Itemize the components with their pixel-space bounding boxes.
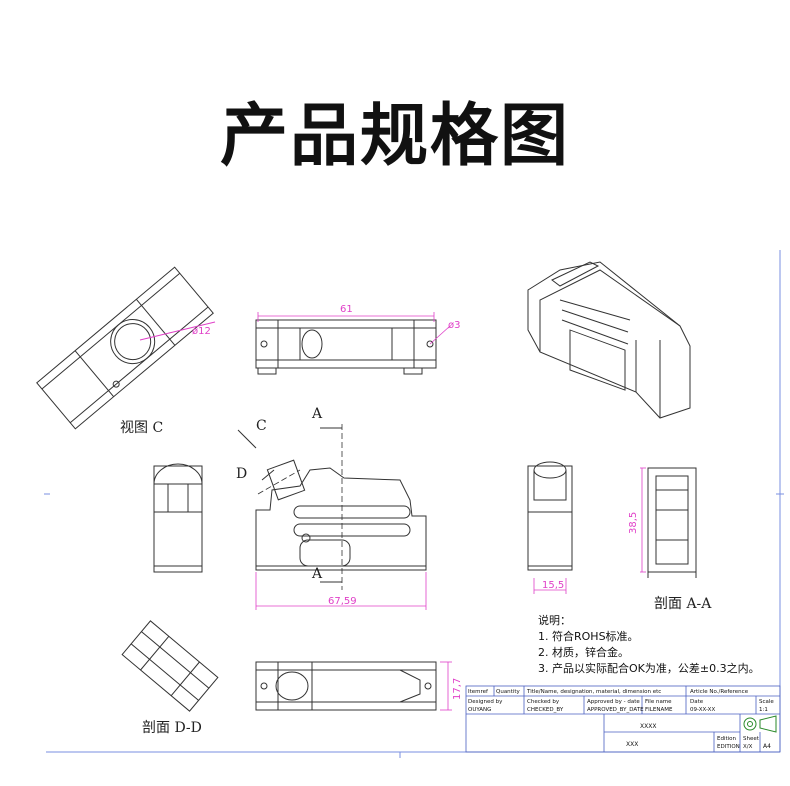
dim-d3: ø3 bbox=[448, 320, 460, 331]
dim-aa-lines bbox=[533, 467, 646, 594]
tb-sheet-label: Sheet bbox=[743, 736, 760, 742]
notes-heading: 说明： bbox=[538, 613, 571, 627]
tb-sheet-value: X/X bbox=[743, 744, 753, 750]
section-arrows bbox=[237, 427, 342, 583]
view-c-label: 视图 C bbox=[120, 420, 163, 436]
dim-177: 17,7 bbox=[452, 678, 463, 700]
note-2: 2. 材质，锌合金。 bbox=[538, 645, 629, 659]
tb-approved-value: APPROVED_BY_DATE bbox=[587, 707, 644, 713]
tb-name-value: XXXX bbox=[640, 723, 656, 730]
left-side-view-drawing bbox=[153, 463, 203, 573]
tb-checked-label: Checked by bbox=[527, 699, 560, 705]
note-3: 3. 产品以实际配合OK为准，公差±0.3之内。 bbox=[538, 661, 760, 675]
tb-filename-value: FILENAME bbox=[645, 707, 673, 713]
front-view-drawing bbox=[255, 459, 427, 571]
tb-edition-label: Edition bbox=[717, 736, 737, 742]
tb-filename-label: File name bbox=[645, 699, 672, 705]
section-aa-drawing bbox=[527, 461, 697, 578]
section-mark-d: D bbox=[236, 466, 247, 482]
title-block bbox=[465, 685, 781, 753]
dim-61: 61 bbox=[340, 304, 353, 315]
bottom-view-drawing bbox=[255, 661, 437, 711]
tb-quantity: Quantity bbox=[496, 689, 521, 695]
tb-paper-size: A4 bbox=[763, 743, 771, 750]
tb-date-value: 09-XX-XX bbox=[690, 707, 715, 713]
tb-scale-label: Scale bbox=[759, 699, 774, 705]
dim-385: 38,5 bbox=[628, 512, 639, 534]
tb-itemref: Itemref bbox=[468, 689, 489, 695]
section-mark-a-bottom: A bbox=[311, 566, 323, 582]
dim-d12: ø12 bbox=[192, 326, 211, 337]
tb-article-header: Article No./Reference bbox=[690, 689, 749, 695]
view-c-drawing bbox=[36, 266, 216, 430]
dim-177-lines bbox=[440, 661, 452, 711]
projection-symbol-icon bbox=[743, 715, 777, 733]
tb-checked-value: CHECKED_BY bbox=[527, 707, 564, 713]
tb-edition-value: EDITION bbox=[717, 744, 740, 750]
dim-6759-lines bbox=[255, 572, 427, 610]
tb-scale-value: 1:1 bbox=[759, 707, 768, 713]
section-aa-label: 剖面 A-A bbox=[654, 596, 712, 612]
section-lines bbox=[257, 424, 343, 590]
tb-approved-label: Approved by - date bbox=[587, 699, 640, 705]
tb-date-label: Date bbox=[690, 699, 704, 705]
note-1: 1. 符合ROHS标准。 bbox=[538, 629, 639, 643]
section-mark-a-top: A bbox=[311, 406, 323, 422]
tb-designed-value: OUYANG bbox=[468, 707, 491, 713]
dim-61-lines bbox=[257, 312, 451, 345]
tb-title-header: Title/Name, designation, material, dimen… bbox=[526, 689, 661, 695]
dim-6759: 67,59 bbox=[328, 596, 357, 607]
tb-designed-label: Designed by bbox=[468, 699, 503, 705]
dim-155: 15,5 bbox=[542, 580, 564, 591]
top-view-drawing bbox=[255, 319, 437, 375]
section-dd-drawing bbox=[121, 620, 219, 712]
section-mark-c: C bbox=[256, 418, 267, 434]
page-title: 产品规格图 bbox=[219, 97, 570, 176]
section-dd-label: 剖面 D-D bbox=[142, 720, 202, 736]
tb-xxx-value: XXX bbox=[626, 741, 638, 748]
isometric-view-drawing bbox=[527, 261, 691, 419]
